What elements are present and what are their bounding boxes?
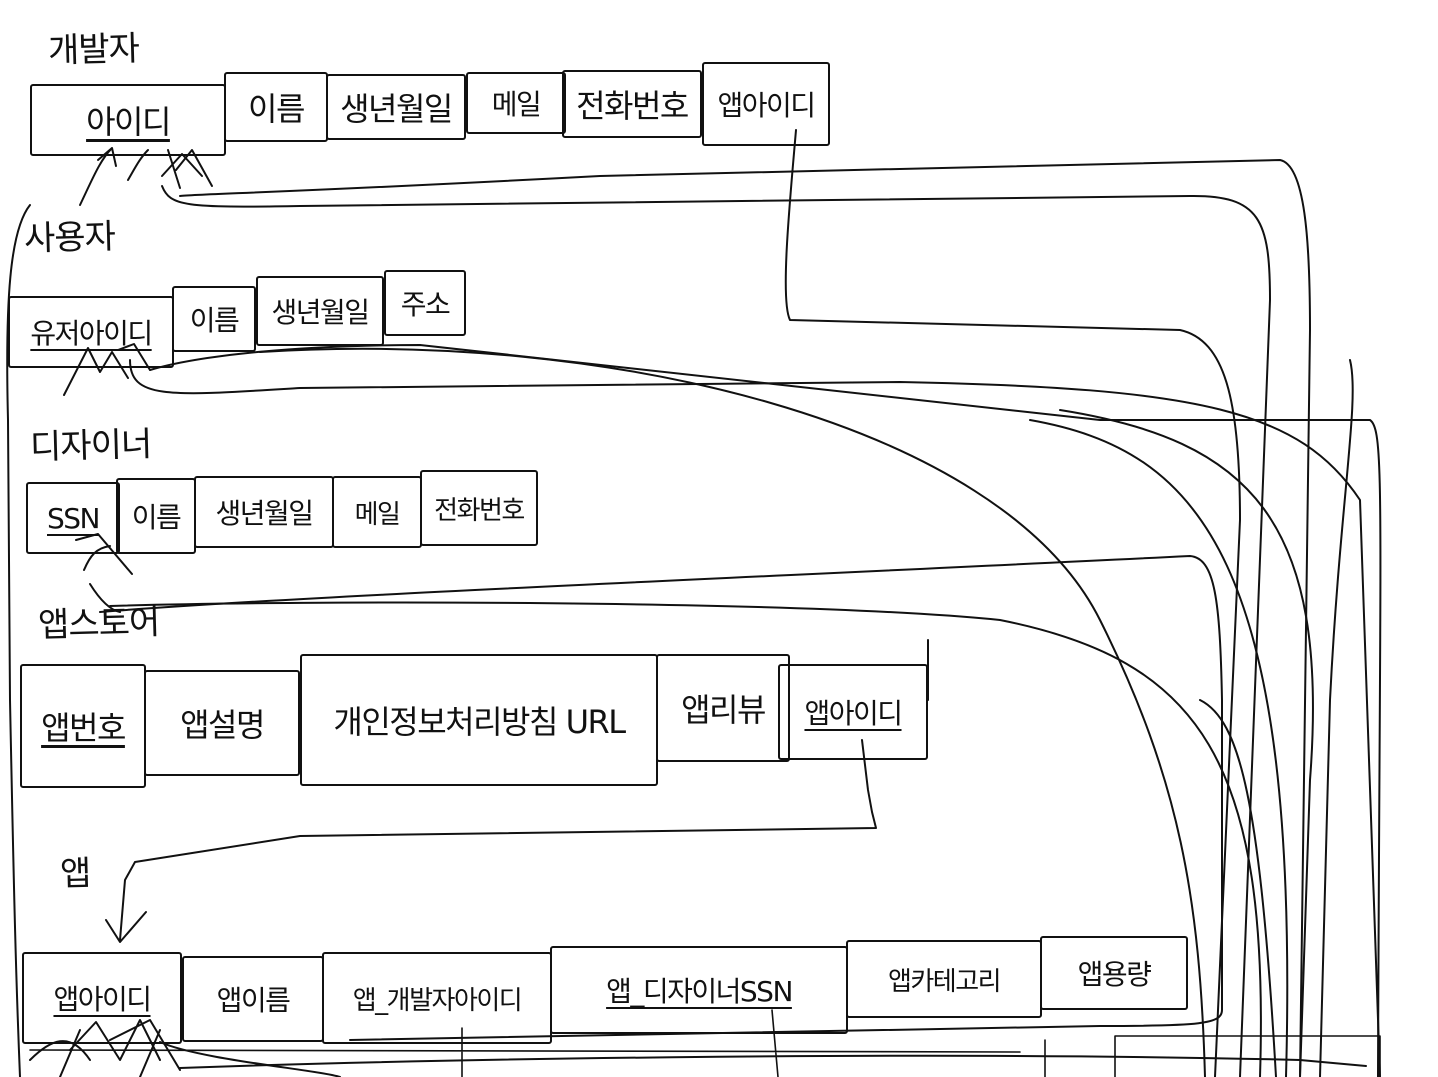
developer-attr-appid: 앱아이디 — [702, 62, 830, 146]
user-attr-name: 이름 — [172, 286, 256, 352]
appstore-attr-review: 앱리뷰 — [656, 654, 790, 762]
entity-title-user: 사용자 — [23, 216, 116, 260]
curve-right-1 — [1199, 699, 1277, 1077]
designer-attr-birthdate: 생년월일 — [194, 476, 334, 548]
user-attr-address: 주소 — [384, 270, 466, 336]
appstore-attr-privacy-url: 개인정보처리방침 URL — [300, 654, 658, 786]
user-attr-userid: 유저아이디 — [8, 296, 174, 368]
entity-title-appstore: 앱스토어 — [37, 602, 160, 646]
developer-attr-email: 메일 — [466, 72, 566, 134]
line-dev-appid — [784, 129, 1241, 1077]
developer-attr-phone: 전화번호 — [562, 70, 702, 138]
app-attr-dev-id: 앱_개발자아이디 — [322, 952, 552, 1044]
app-attr-designer-ssn: 앱_디자이너SSN — [550, 946, 848, 1034]
designer-attr-name: 이름 — [116, 478, 196, 554]
developer-attr-birthdate: 생년월일 — [326, 74, 466, 140]
app-attr-category: 앱카테고리 — [846, 940, 1042, 1018]
line-app-loop-bottom — [159, 1041, 341, 1077]
entity-title-developer: 개발자 — [47, 28, 140, 72]
designer-attr-phone: 전화번호 — [420, 470, 538, 546]
line-user-side — [1319, 359, 1354, 1077]
app-attr-name: 앱이름 — [182, 956, 324, 1042]
developer-attr-name: 이름 — [224, 72, 328, 142]
arrow-dev-id-left — [79, 147, 117, 206]
designer-attr-ssn: SSN — [26, 482, 120, 554]
line-app-to-right — [179, 1054, 1367, 1069]
entity-title-designer: 디자이너 — [29, 424, 152, 468]
appstore-attr-appno: 앱번호 — [20, 664, 146, 788]
developer-attr-id: 아이디 — [30, 84, 226, 156]
appstore-attr-appid: 앱아이디 — [778, 664, 928, 760]
app-attr-appid: 앱아이디 — [22, 952, 182, 1044]
user-attr-birthdate: 생년월일 — [256, 276, 384, 346]
appstore-attr-desc: 앱설명 — [144, 670, 300, 776]
designer-attr-email: 메일 — [332, 476, 422, 548]
app-attr-size: 앱용량 — [1040, 936, 1188, 1010]
entity-title-app: 앱 — [59, 853, 91, 895]
